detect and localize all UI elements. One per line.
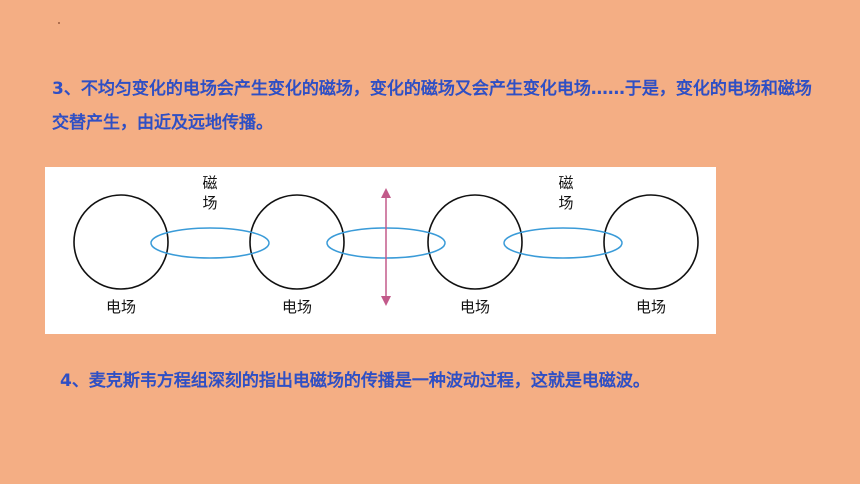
magnetic-field-label-1-bottom: 场 — [202, 194, 217, 212]
electric-field-circle-3 — [427, 194, 523, 290]
electric-field-label-3: 电场 — [460, 298, 490, 316]
electromagnetic-wave-figure: 磁 场 磁 场 电场 电场 电场 电场 — [45, 167, 716, 334]
paragraph-4: 4、麦克斯韦方程组深刻的指出电磁场的传播是一种波动过程，这就是电磁波。 — [60, 371, 650, 391]
slide-dot — [58, 22, 60, 24]
electric-field-circle-2 — [249, 194, 345, 290]
magnetic-field-label-2-bottom: 场 — [558, 194, 573, 212]
electric-field-circle-1 — [73, 194, 169, 290]
electric-field-label-1: 电场 — [106, 298, 136, 316]
magnetic-field-loop-1 — [150, 227, 270, 259]
magnetic-field-loop-3 — [503, 227, 623, 259]
electric-field-label-2: 电场 — [282, 298, 312, 316]
magnetic-field-label-1-top: 磁 — [202, 174, 217, 192]
electric-field-label-4: 电场 — [636, 298, 666, 316]
electric-field-circle-4 — [603, 194, 699, 290]
magnetic-field-label-2-top: 磁 — [558, 174, 573, 192]
figure-svg: 磁 场 磁 场 电场 电场 电场 电场 — [73, 174, 699, 316]
paragraph-3: 3、不均匀变化的电场会产生变化的磁场，变化的磁场又会产生变化电场……于是，变化的… — [52, 79, 812, 133]
